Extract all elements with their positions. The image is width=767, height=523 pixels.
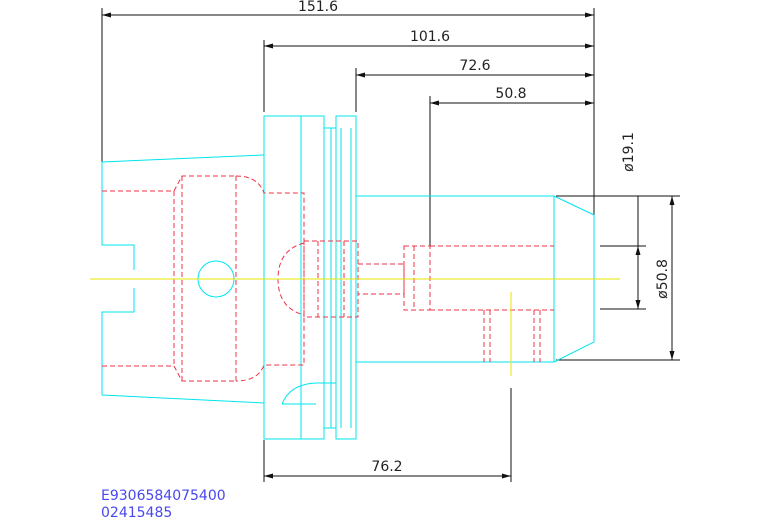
dim-flange-to-crossbore: 76.2 [371, 459, 402, 475]
dim-overall-length: 151.6 [298, 0, 338, 15]
part-code-line-1: E9306584075400 [101, 488, 226, 504]
dim-bore-diameter: ø19.1 [621, 132, 637, 172]
part-code-line-2: 02415485 [101, 505, 173, 521]
dimension-arrows [102, 12, 675, 479]
dim-body-diameter: ø50.8 [655, 259, 671, 299]
center-lines [90, 278, 620, 376]
dim-body-length: 72.6 [459, 58, 490, 74]
dimension-lines [101, 8, 680, 482]
dim-flange-to-tip: 101.6 [410, 29, 450, 45]
dim-bore-depth: 50.8 [495, 86, 526, 102]
tool-outline [101, 115, 595, 440]
part-codes: E9306584075400 02415485 [101, 488, 226, 522]
